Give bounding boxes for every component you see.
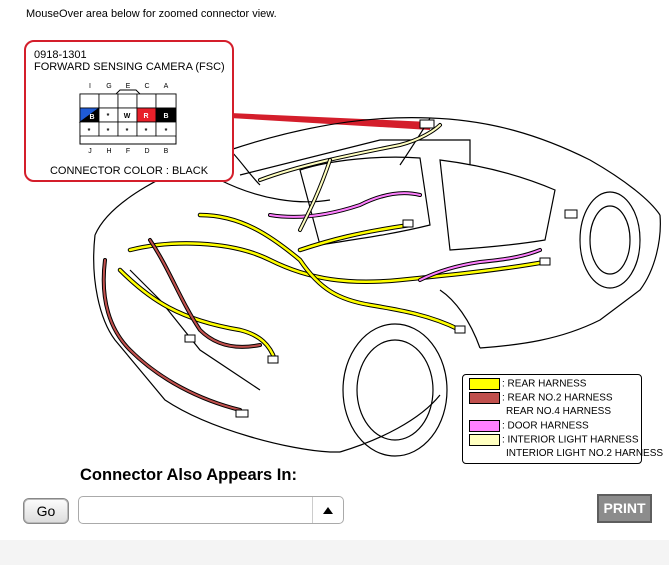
legend-swatch-rear-no2 (469, 392, 500, 404)
instruction-text: MouseOver area below for zoomed connecto… (26, 8, 277, 20)
pin-label-d: D (144, 148, 149, 155)
connector-markers[interactable] (184, 119, 578, 418)
pin-f-wire: * (126, 128, 129, 135)
interior-light-harness-wires (258, 123, 442, 232)
pin-label-e: E (126, 83, 131, 90)
legend-item-rear: : REAR HARNESS (469, 378, 586, 390)
legend-label-rear-no2: : REAR NO.2 HARNESS (502, 392, 613, 404)
rear-no2-harness-wires (101, 238, 262, 412)
connector-name: FORWARD SENSING CAMERA (FSC) (34, 61, 225, 73)
legend-label-rear: : REAR HARNESS (502, 378, 587, 390)
connector-zoom-box: 0918-1301 FORWARD SENSING CAMERA (FSC) I… (24, 40, 234, 182)
connector-location-select[interactable] (78, 496, 344, 524)
wiring-diagram[interactable] (0, 0, 669, 470)
legend-item-interior-light: : INTERIOR LIGHT HARNESS (469, 434, 639, 446)
pin-label-i: I (89, 83, 91, 90)
legend-item-interior-light-no2: INTERIOR LIGHT NO.2 HARNESS (506, 448, 663, 460)
pin-label-f: F (126, 148, 130, 155)
connector-pinout: I G E C A J H F D B (78, 83, 177, 155)
legend-item-rear-no4: REAR NO.4 HARNESS (506, 406, 611, 418)
pin-label-a: A (164, 83, 169, 90)
pin-b-wire: * (165, 128, 168, 135)
legend-label-door: : DOOR HARNESS (502, 420, 589, 432)
pin-label-j: J (88, 148, 92, 155)
legend-label-rear-no4: REAR NO.4 HARNESS (506, 406, 612, 417)
pin-d-wire: * (145, 128, 148, 135)
go-button[interactable]: Go (23, 498, 69, 524)
legend-label-interior-light: : INTERIOR LIGHT HARNESS (502, 434, 639, 446)
pin-a-wire: B (163, 113, 168, 120)
door-harness-wires (268, 191, 542, 282)
pin-j-wire: * (88, 128, 91, 135)
car-body (93, 117, 661, 457)
footer-bar (0, 540, 669, 565)
print-button[interactable]: PRINT (597, 494, 652, 523)
pin-e-wire: W (124, 113, 131, 120)
harness-legend: : REAR HARNESS : REAR NO.2 HARNESS REAR … (462, 374, 663, 464)
pin-h-wire: * (107, 128, 110, 135)
connector-code: 0918-1301 (34, 49, 87, 61)
pin-label-c: C (144, 83, 149, 90)
connector-color-label: CONNECTOR COLOR : BLACK (49, 165, 209, 177)
pin-label-h: H (106, 148, 111, 155)
rear-harness-wires (117, 212, 548, 363)
legend-item-rear-no2: : REAR NO.2 HARNESS (469, 392, 613, 404)
legend-swatch-interior-light (469, 434, 500, 446)
legend-swatch-door (469, 420, 500, 432)
pin-c-wire: R (143, 113, 148, 120)
also-appears-title: Connector Also Appears In: (80, 466, 297, 484)
pin-i-wire: B (89, 114, 94, 121)
dropdown-arrow[interactable] (312, 497, 343, 523)
pin-g-wire: * (107, 113, 110, 120)
legend-item-door: : DOOR HARNESS (469, 420, 589, 432)
legend-label-interior-light-no2: INTERIOR LIGHT NO.2 HARNESS (506, 448, 664, 459)
pin-label-g: G (106, 83, 111, 90)
callout-pointer (230, 113, 430, 130)
legend-swatch-rear (469, 378, 500, 390)
pin-label-b: B (164, 148, 169, 155)
triangle-up-icon (323, 506, 333, 514)
